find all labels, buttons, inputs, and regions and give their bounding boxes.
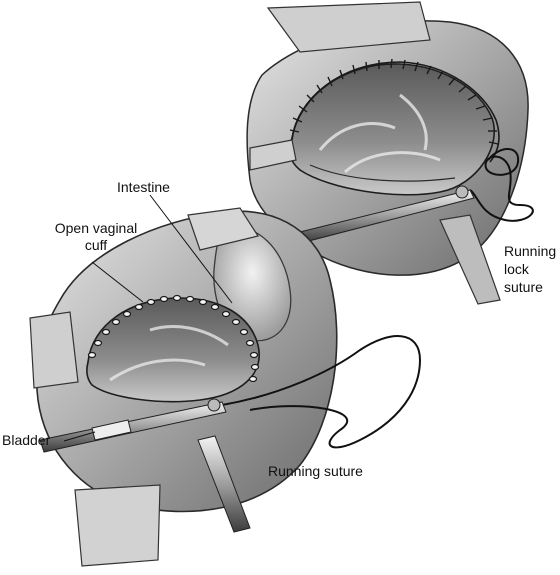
running-suture-label: Running suture: [268, 463, 363, 479]
upper-suture-loop: [469, 148, 534, 222]
intestine-leader: [149, 194, 233, 304]
open-vaginal-cuff-leader: [91, 261, 144, 303]
lower-forceps: [197, 435, 251, 533]
running-lock-suture-label-line2: lock: [504, 261, 529, 277]
lower-left-retractor: [29, 311, 79, 389]
lower-surgical-view: [29, 207, 422, 567]
running-lock-suture-label: Running lock suture: [504, 242, 556, 296]
upper-cuff-opening: [288, 63, 496, 196]
lower-upper-retractor: [187, 207, 259, 251]
open-vaginal-cuff-label: Open vaginal cuff: [46, 220, 146, 254]
upper-suture-stitches: [289, 58, 499, 145]
intestine-label: Intestine: [117, 179, 170, 195]
running-suture-thread: [221, 335, 422, 449]
label-leaders: [63, 194, 233, 442]
upper-side-retractor: [249, 139, 297, 171]
running-lock-suture-label-line3: suture: [504, 279, 543, 295]
upper-retractor-blade: [266, 1, 431, 53]
upper-lower-retractor: [439, 214, 501, 305]
running-suture-stitches: [87, 294, 260, 383]
bladder-label: Bladder: [2, 432, 51, 448]
upper-lock-suture-line: [291, 61, 500, 163]
open-vaginal-cuff-label-line1: Open vaginal: [54, 220, 138, 236]
lower-bottom-retractor: [74, 484, 161, 567]
upper-surgical-view: [246, 1, 534, 305]
lower-needle-holder: [39, 398, 227, 453]
open-vaginal-cuff-label-line2: cuff: [84, 237, 108, 253]
running-lock-suture-label-line1: Running: [504, 243, 557, 259]
bladder-leader: [63, 431, 96, 442]
